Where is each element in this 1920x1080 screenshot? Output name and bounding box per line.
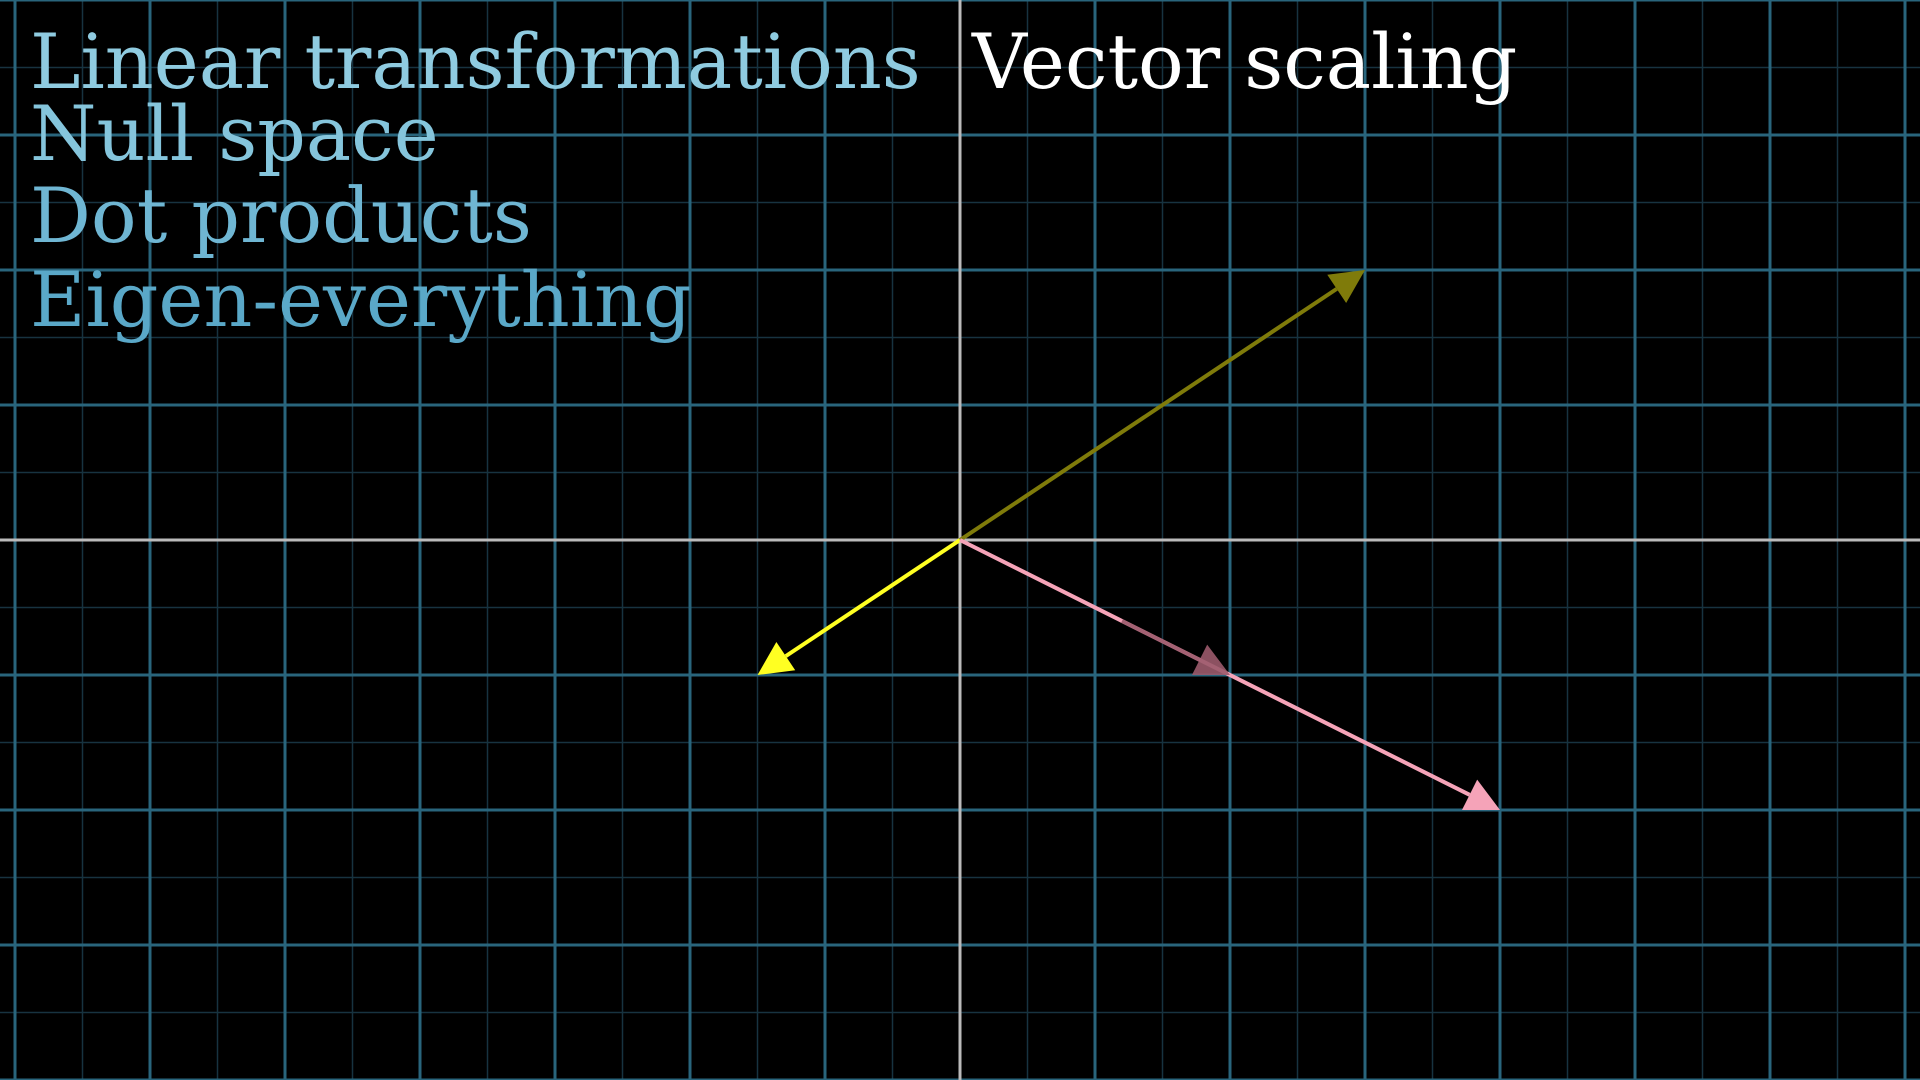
vector-shaft [784, 538, 962, 658]
topic-linear-transformations: Linear transformations [30, 17, 921, 106]
vector-tip [1327, 270, 1365, 304]
topic-null-space: Null space [30, 89, 439, 178]
vector-tip [757, 641, 796, 675]
vector-arrow-4 [1121, 619, 1230, 675]
vector-shaft [958, 287, 1338, 542]
vectors [757, 270, 1500, 810]
topic-eigen-everything: Eigen-everything [30, 255, 692, 344]
vector-tip [1461, 779, 1500, 810]
topic-dot-products: Dot products [30, 171, 532, 260]
vector-arrow-2 [757, 538, 962, 675]
vector-arrow-1 [958, 270, 1365, 542]
vector-shaft [1121, 619, 1201, 662]
scene-title: Vector scaling [972, 17, 1518, 106]
vector-tip [1191, 644, 1230, 675]
